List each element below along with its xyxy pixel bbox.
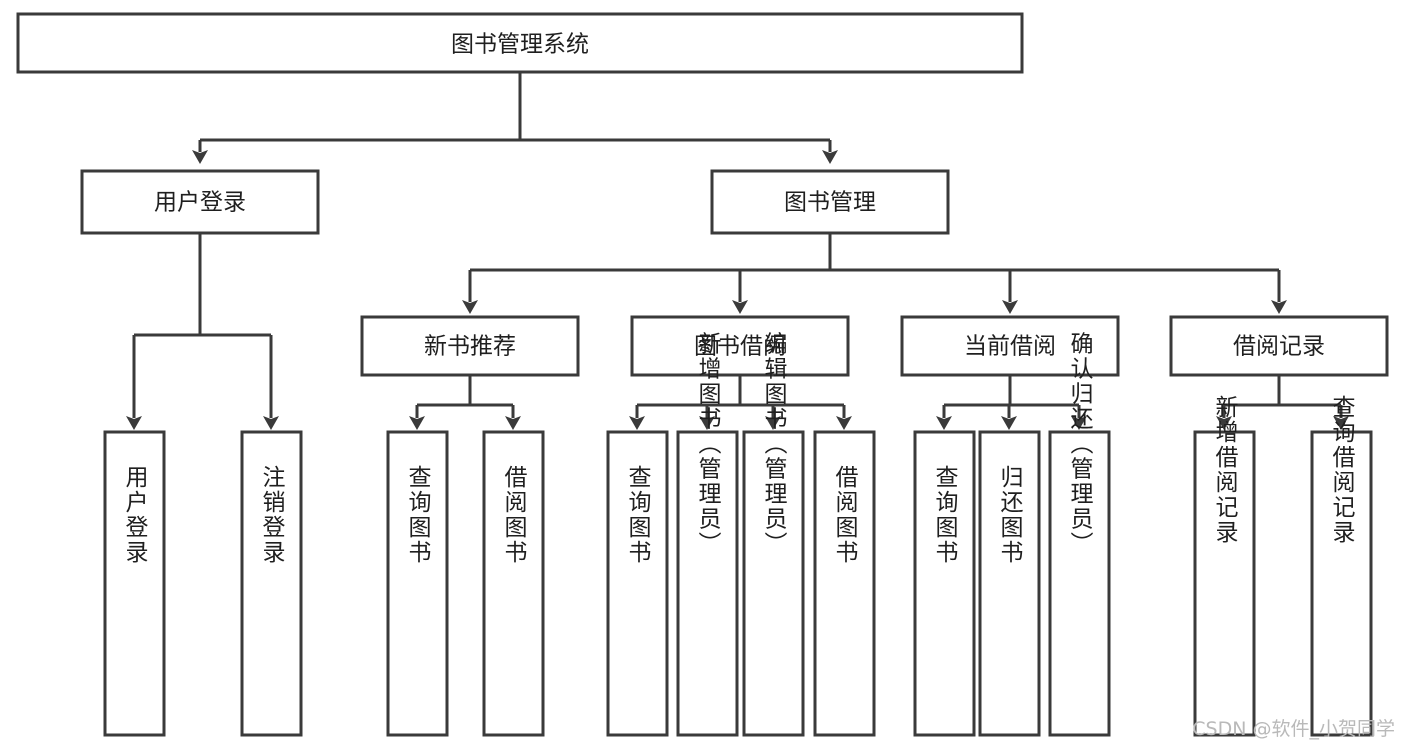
node-leaf-borrow-book-2[interactable]: 借阅图书 — [813, 430, 876, 737]
node-leaf-add-book-label: 新增图书（管理员） — [694, 332, 722, 557]
node-leaf-user-login[interactable]: 用户登录 — [103, 430, 166, 737]
node-leaf-query-book-1[interactable]: 查询图书 — [386, 430, 449, 737]
node-book-borrow-label: 图书借阅 — [694, 334, 786, 360]
node-book-manage-label: 图书管理 — [784, 190, 876, 216]
node-current-borrow[interactable]: 当前借阅 — [900, 315, 1120, 377]
node-leaf-query-book-2[interactable]: 查询图书 — [606, 430, 669, 737]
node-leaf-return-book-label: 归还图书 — [996, 465, 1024, 565]
node-new-book-recommend-label: 新书推荐 — [424, 334, 516, 360]
node-leaf-query-book-3[interactable]: 查询图书 — [913, 430, 976, 737]
node-leaf-edit-book[interactable]: 编辑图书（管理员） — [742, 332, 805, 737]
node-root-label: 图书管理系统 — [451, 32, 589, 58]
node-current-borrow-label: 当前借阅 — [964, 334, 1056, 360]
node-leaf-add-record-label: 新增借阅记录 — [1211, 395, 1239, 545]
node-leaf-edit-book-label: 编辑图书（管理员） — [760, 332, 788, 557]
node-borrow-record[interactable]: 借阅记录 — [1169, 315, 1389, 377]
node-leaf-query-record-label: 查询借阅记录 — [1328, 395, 1356, 545]
node-leaf-borrow-book-1[interactable]: 借阅图书 — [482, 430, 545, 737]
node-new-book-recommend[interactable]: 新书推荐 — [360, 315, 580, 377]
node-book-borrow[interactable]: 图书借阅 — [630, 315, 850, 377]
node-leaf-logout-login-label: 注销登录 — [258, 465, 286, 565]
node-user-login[interactable]: 用户登录 — [80, 169, 320, 235]
node-leaf-add-book[interactable]: 新增图书（管理员） — [676, 332, 739, 737]
connectors — [126, 72, 1349, 430]
node-leaf-confirm-return[interactable]: 确认归还（管理员） — [1048, 332, 1111, 737]
node-leaf-user-login-label: 用户登录 — [121, 465, 149, 565]
node-book-manage[interactable]: 图书管理 — [710, 169, 950, 235]
node-leaf-return-book[interactable]: 归还图书 — [978, 430, 1041, 737]
node-leaf-borrow-book-2-label: 借阅图书 — [831, 465, 859, 565]
node-leaf-borrow-book-1-label: 借阅图书 — [500, 465, 528, 565]
node-leaf-logout-login[interactable]: 注销登录 — [240, 430, 303, 737]
node-borrow-record-label: 借阅记录 — [1233, 334, 1325, 360]
node-leaf-add-record[interactable]: 新增借阅记录 — [1193, 395, 1256, 737]
node-leaf-query-book-2-label: 查询图书 — [624, 465, 652, 565]
node-user-login-label: 用户登录 — [154, 190, 246, 216]
node-root[interactable]: 图书管理系统 — [16, 12, 1024, 74]
node-leaf-query-book-3-label: 查询图书 — [931, 465, 959, 565]
node-leaf-query-book-1-label: 查询图书 — [404, 465, 432, 565]
node-leaf-confirm-return-label: 确认归还（管理员） — [1066, 332, 1094, 557]
node-leaf-query-record[interactable]: 查询借阅记录 — [1310, 395, 1373, 737]
